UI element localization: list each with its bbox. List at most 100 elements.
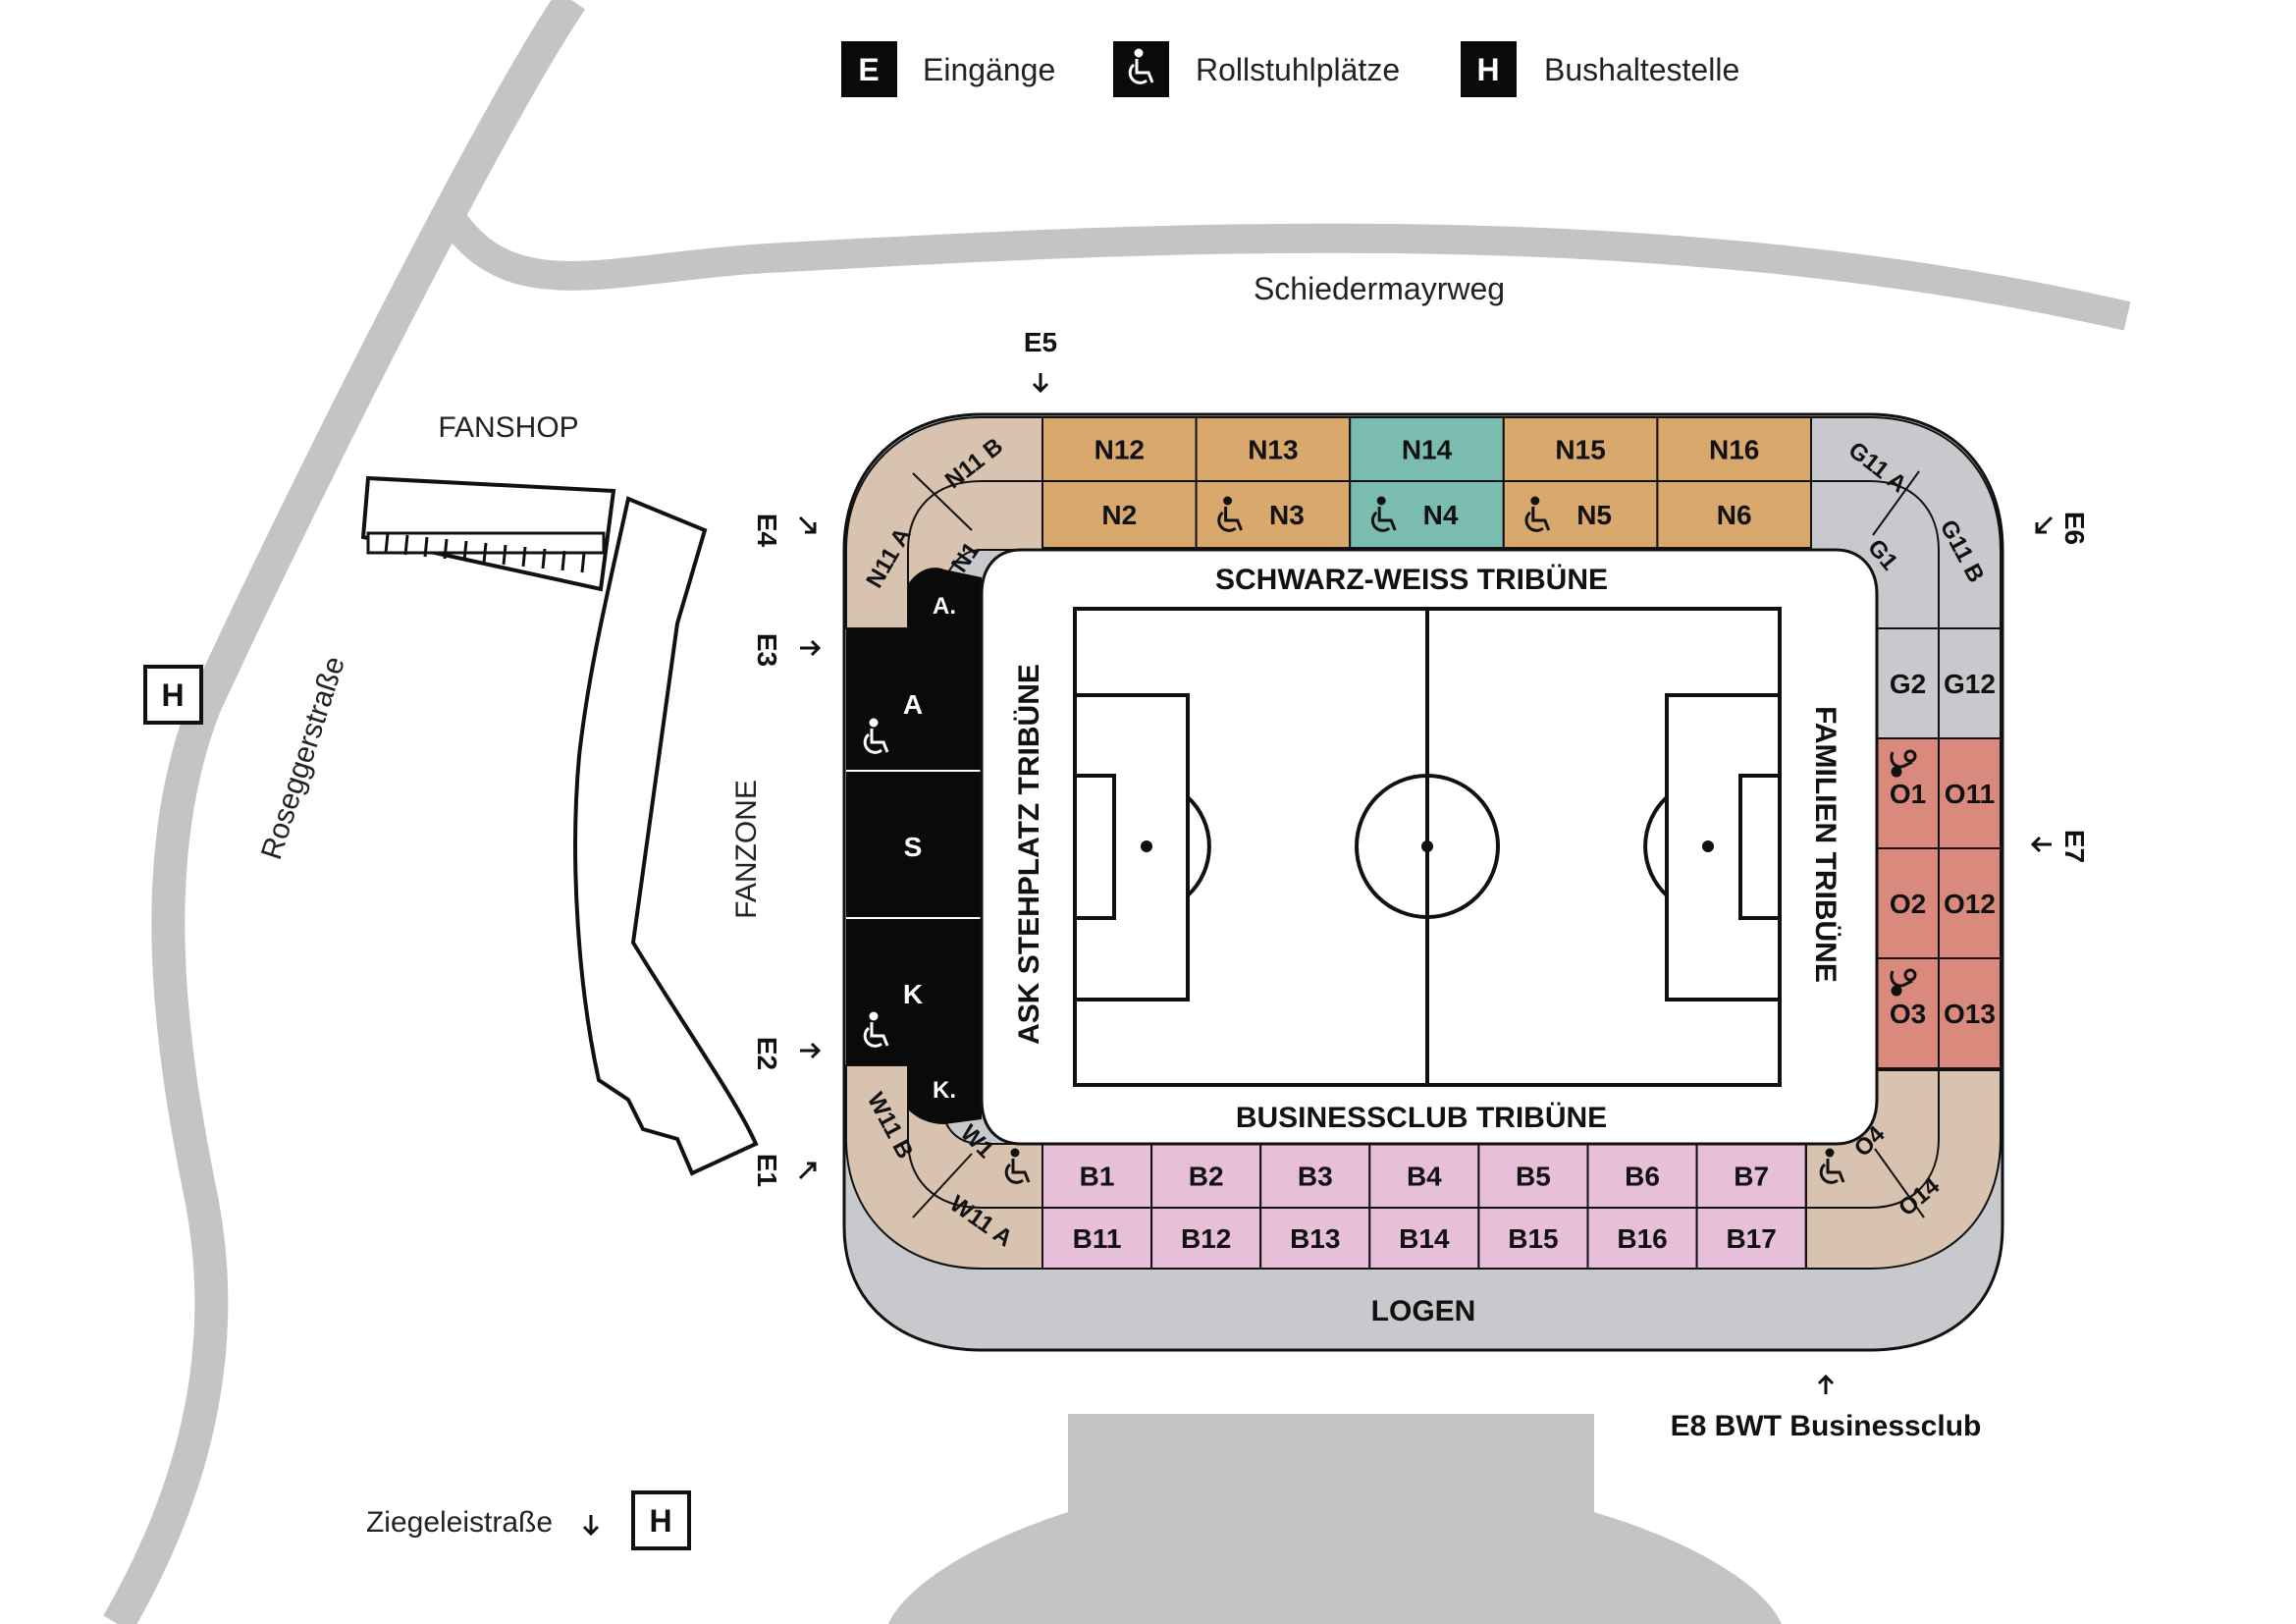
sector-label[interactable]: O12 — [1944, 889, 1996, 919]
fanzone-label: FANZONE — [730, 780, 763, 919]
sector-n16[interactable] — [1656, 416, 1813, 482]
arrow-up-icon — [1817, 1374, 1835, 1394]
sector-label[interactable]: O11 — [1945, 779, 1995, 809]
sector-b3[interactable] — [1259, 1143, 1371, 1209]
sector-label[interactable]: B11 — [1073, 1223, 1122, 1254]
stand-west-label: ASK STEHPLATZ TRIBÜNE — [1013, 664, 1045, 1045]
sector-o13[interactable] — [1938, 957, 2002, 1069]
arrow-icon — [798, 515, 817, 534]
sector-label[interactable]: B7 — [1734, 1162, 1769, 1192]
sector-g12[interactable] — [1938, 627, 2002, 739]
south-outer-row: B11 B12 B13 B14 B15 B16 B17 — [1041, 1207, 1807, 1270]
sector-label[interactable]: N4 — [1423, 500, 1459, 530]
fanshop-stairs — [366, 531, 606, 573]
svg-text:H: H — [161, 677, 184, 713]
sector-label[interactable]: B15 — [1508, 1223, 1558, 1254]
entrance-e1[interactable]: E1 — [752, 1154, 782, 1187]
bus-stop-icon[interactable]: H — [631, 1490, 691, 1550]
arrow-down-icon — [582, 1515, 600, 1537]
south-inner-row: B1 B2 B3 B4 B5 B6 B7 — [1041, 1143, 1807, 1209]
sector-label[interactable]: O3 — [1890, 999, 1926, 1029]
stand-south-label: BUSINESSCLUB TRIBÜNE — [1236, 1102, 1607, 1134]
sector-o1[interactable] — [1876, 737, 1940, 849]
sector-b11[interactable] — [1041, 1207, 1153, 1270]
stand-east-label: FAMILIEN TRIBÜNE — [1809, 706, 1842, 983]
sector-label[interactable]: B6 — [1625, 1162, 1660, 1192]
sector-k-dot-label[interactable]: K. — [933, 1077, 956, 1104]
sector-n6[interactable] — [1656, 480, 1813, 549]
sector-a-label[interactable]: A — [903, 689, 923, 720]
legend-entrance-label: Eingänge — [923, 52, 1055, 87]
entrance-e7[interactable]: E7 — [2059, 830, 2090, 863]
sector-label[interactable]: B13 — [1290, 1223, 1340, 1254]
arrow-right-icon — [800, 1042, 822, 1059]
sector-label[interactable]: N14 — [1402, 435, 1453, 465]
entrance-e5[interactable]: E5 — [1024, 327, 1057, 357]
sector-label[interactable]: N13 — [1248, 435, 1298, 465]
sector-label[interactable]: N2 — [1101, 500, 1137, 530]
sector-b12[interactable] — [1150, 1207, 1262, 1270]
sector-label[interactable]: N6 — [1717, 500, 1752, 530]
arrow-right-icon — [800, 639, 822, 657]
legend-entrance-icon — [841, 41, 897, 97]
sector-label[interactable]: B2 — [1189, 1162, 1224, 1192]
corner-sw — [845, 1064, 1043, 1270]
stand-north-label: SCHWARZ-WEISS TRIBÜNE — [1215, 564, 1608, 596]
sector-k-label[interactable]: K — [903, 979, 923, 1009]
legend-bus-label: Bushaltestelle — [1544, 52, 1739, 87]
bus-stop-icon[interactable]: H — [143, 665, 203, 725]
sector-o3[interactable] — [1876, 957, 1940, 1069]
sector-label[interactable]: B1 — [1080, 1162, 1115, 1192]
sector-label[interactable]: B4 — [1407, 1162, 1442, 1192]
sector-label[interactable]: B16 — [1617, 1223, 1667, 1254]
svg-text:H: H — [649, 1503, 671, 1539]
sector-label[interactable]: N16 — [1709, 435, 1759, 465]
sector-label[interactable]: O2 — [1890, 889, 1926, 919]
sector-label[interactable]: G12 — [1944, 669, 1996, 699]
sector-b14[interactable] — [1368, 1207, 1480, 1270]
sector-b1[interactable] — [1041, 1143, 1153, 1209]
entrance-e2[interactable]: E2 — [752, 1037, 782, 1070]
entrance-e6[interactable]: E6 — [2059, 512, 2090, 545]
corner-nw — [845, 416, 1043, 629]
sector-label[interactable]: B17 — [1726, 1223, 1776, 1254]
sector-label[interactable]: B14 — [1399, 1223, 1450, 1254]
sector-label[interactable]: N15 — [1555, 435, 1605, 465]
sector-label[interactable]: N12 — [1095, 435, 1145, 465]
parking-area — [888, 1414, 1782, 1624]
sector-s-label[interactable]: S — [904, 832, 923, 862]
sector-n12[interactable] — [1041, 416, 1198, 482]
entrance-e4[interactable]: E4 — [752, 514, 782, 548]
sector-label[interactable]: B3 — [1298, 1162, 1333, 1192]
sector-label[interactable]: B5 — [1516, 1162, 1551, 1192]
sector-a-dot[interactable] — [908, 568, 982, 628]
sector-n2[interactable] — [1041, 480, 1198, 549]
sector-label[interactable]: N3 — [1269, 500, 1305, 530]
sector-b17[interactable] — [1695, 1207, 1807, 1270]
sector-label[interactable]: G2 — [1890, 669, 1926, 699]
sector-b2[interactable] — [1150, 1143, 1262, 1209]
sector-o12[interactable] — [1938, 847, 2002, 959]
west-block — [846, 628, 982, 1065]
sector-label[interactable]: O1 — [1890, 779, 1926, 809]
sector-label[interactable]: B12 — [1181, 1223, 1231, 1254]
football-pitch — [1073, 607, 1782, 1087]
arrow-icon — [798, 1162, 817, 1180]
sector-n13[interactable] — [1195, 416, 1352, 482]
sector-k-dot[interactable] — [908, 1065, 982, 1124]
sector-n15[interactable] — [1502, 416, 1659, 482]
entrance-e8[interactable]: E8 BWT Businessclub — [1671, 1410, 1982, 1442]
legend-wheelchair-label: Rollstuhlplätze — [1196, 52, 1400, 87]
sector-label[interactable]: O13 — [1944, 999, 1996, 1029]
fanshop-building — [360, 475, 759, 1176]
north-outer-row: N12 N13 N14 N15 N16 — [1041, 416, 1813, 482]
svg-text:E: E — [858, 52, 879, 87]
roseggerstrasse-road — [103, 0, 586, 1624]
sector-a-dot-label[interactable]: A. — [933, 593, 956, 620]
entrance-e3[interactable]: E3 — [752, 633, 782, 667]
sector-g2[interactable] — [1876, 627, 1940, 739]
sector-label[interactable]: N5 — [1576, 500, 1612, 530]
